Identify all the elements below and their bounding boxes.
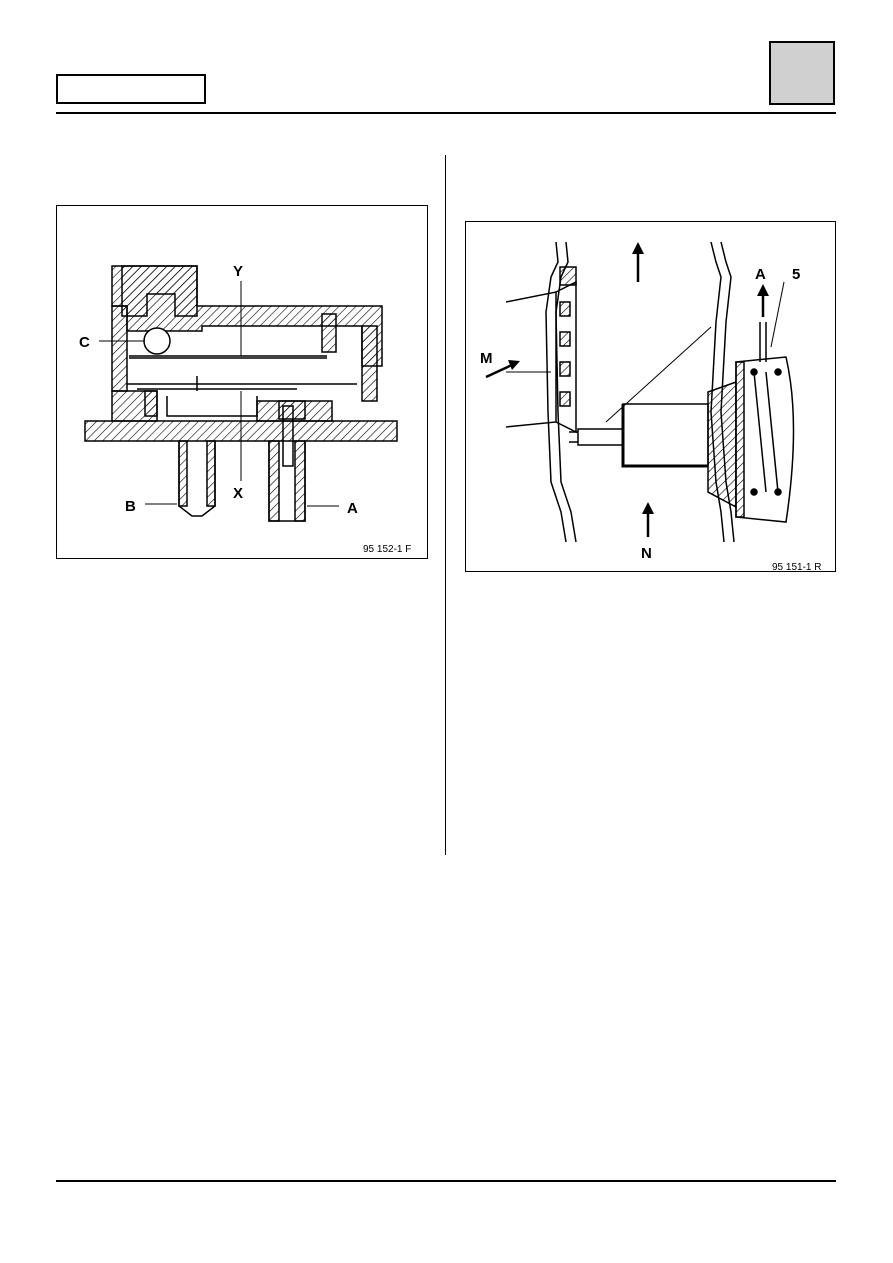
valve-cross-section-drawing: C Y X B A 95 152-1 F (79, 263, 411, 555)
column-divider (445, 155, 446, 855)
label-x: X (233, 485, 243, 502)
figure-left: C Y X B A 95 152-1 F (56, 205, 428, 559)
label-n: N (641, 545, 652, 562)
header-chapter-box (56, 74, 206, 104)
actuator-assembly-drawing: M A 5 N 95 151-1 R (480, 241, 821, 573)
label-c: C (79, 334, 90, 351)
header-section-tab (769, 41, 835, 105)
label-5: 5 (792, 266, 800, 283)
arrow-up-icon (642, 502, 654, 537)
label-a-right: A (755, 266, 766, 283)
label-b: B (125, 498, 136, 515)
figure-ref-left: 95 152-1 F (363, 544, 411, 555)
figure-ref-right: 95 151-1 R (772, 562, 821, 573)
header-rule (56, 112, 836, 114)
label-y: Y (233, 263, 243, 280)
arrow-right-icon (485, 360, 520, 379)
label-a: A (347, 500, 358, 517)
figure-right: M A 5 N 95 151-1 R (465, 221, 836, 573)
footer-rule (56, 1180, 836, 1182)
label-m: M (480, 350, 493, 367)
arrow-up-icon (757, 284, 769, 317)
arrow-up-icon (632, 242, 644, 282)
